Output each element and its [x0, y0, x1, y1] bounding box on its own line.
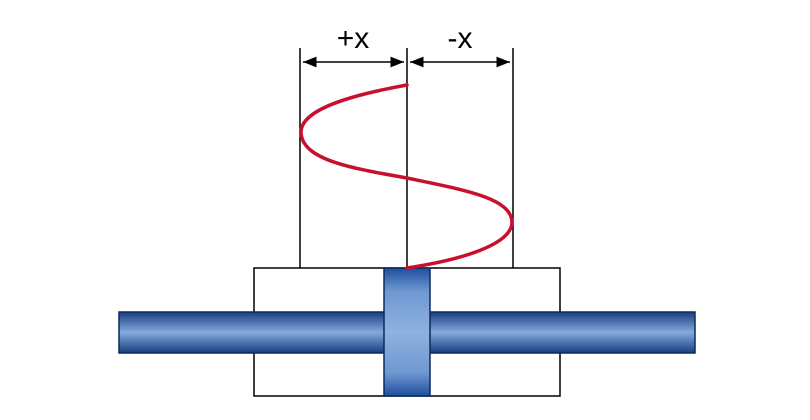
minus-x-label: -x	[448, 22, 473, 55]
displacement-wave	[299, 83, 514, 270]
plus-x-label: +x	[337, 22, 370, 55]
rotor-disc	[383, 267, 431, 397]
